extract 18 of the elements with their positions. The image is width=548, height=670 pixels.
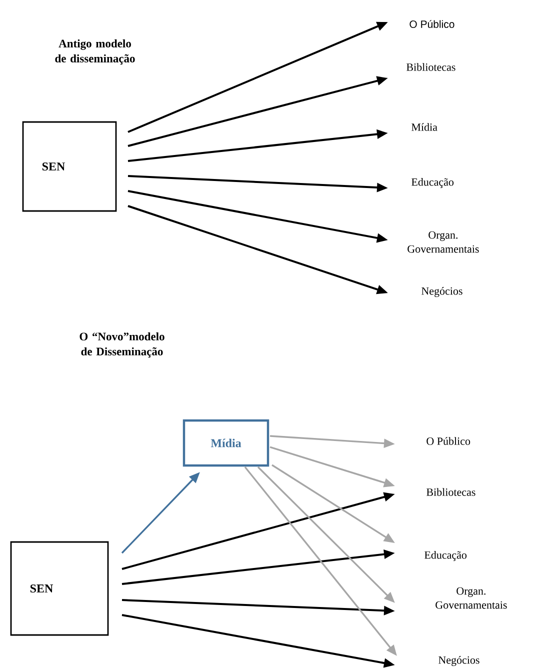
node-label: SEN [30, 584, 54, 593]
target-label: Bibliotecas [406, 63, 456, 71]
source-box [10, 541, 109, 636]
target-label: Educação [412, 178, 454, 188]
heading: O “Novo”modelo de Disseminação [80, 332, 164, 358]
target-label: Mídia [412, 123, 438, 131]
target-label: Educação [424, 551, 467, 561]
node-label: SEN [42, 162, 66, 171]
heading: Antigo modelo de disseminação [55, 39, 135, 65]
target-label: O Público [426, 437, 470, 445]
target-label: Bibliotecas [426, 488, 476, 496]
target-label: Organ. Governamentais [436, 587, 507, 609]
target-label: O Público [410, 20, 454, 28]
target-label: Negócios [422, 287, 462, 297]
media-box: Mídia [182, 419, 270, 467]
target-label: Negócios [438, 656, 480, 666]
target-label: Organ. Governamentais [408, 231, 479, 253]
source-box [22, 121, 117, 212]
